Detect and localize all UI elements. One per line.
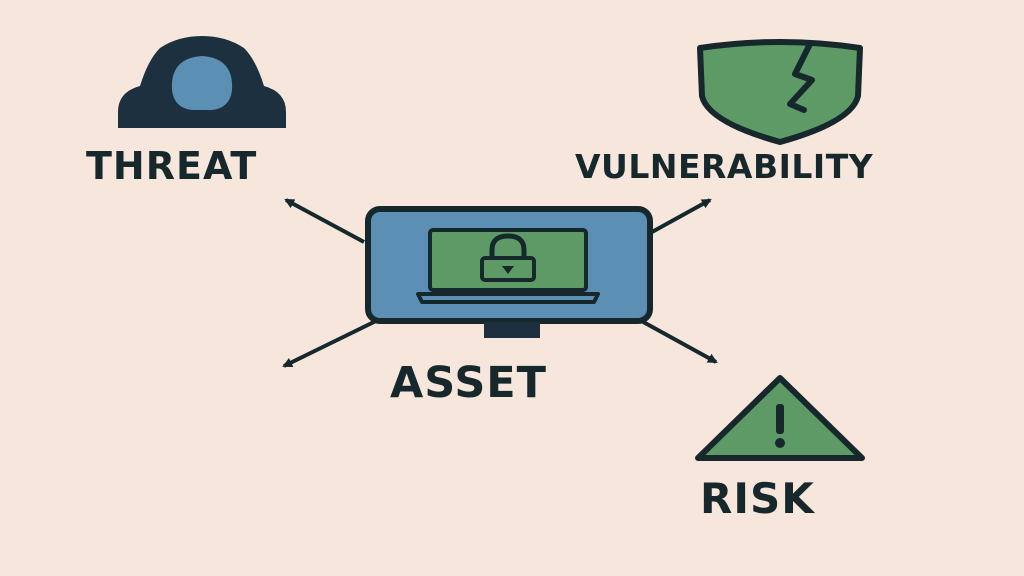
- hooded-hacker-icon: [118, 36, 286, 128]
- risk-label: RISK: [700, 474, 815, 523]
- arrow-to-vulnerability: [651, 198, 712, 234]
- arrow-to-threat: [284, 198, 365, 244]
- warning-triangle-icon: [695, 375, 865, 461]
- cracked-shield-icon: [697, 39, 863, 145]
- arrow-to-risk: [635, 316, 718, 364]
- monitor-with-padlock-icon: [365, 206, 653, 338]
- vulnerability-label: VULNERABILITY: [575, 147, 874, 186]
- asset-label: ASSET: [390, 358, 547, 408]
- arrow-to-bottom-left: [282, 318, 379, 368]
- threat-label: THREAT: [86, 144, 258, 188]
